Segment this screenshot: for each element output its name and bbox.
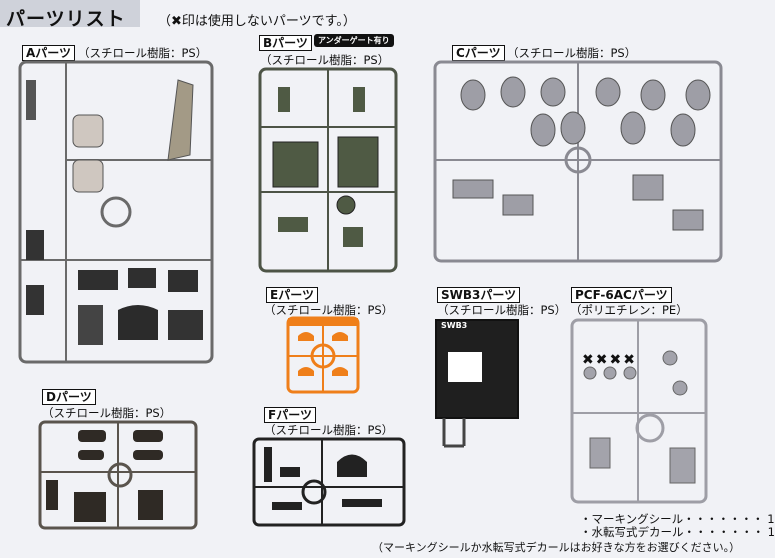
legend-item-marking-seal: ・マーキングシール・・・・・・・ 1 xyxy=(580,512,775,526)
under-gate-badge: アンダーゲート有り xyxy=(314,34,394,47)
runner-a xyxy=(18,60,214,364)
legend-item-water-decal: ・水転写式デカール・・・・・・・ 1 xyxy=(580,525,775,539)
section-b-label: Bパーツ xyxy=(259,34,312,51)
page-title: パーツリスト xyxy=(6,8,126,30)
unused-x-marks: ✖✖✖✖ xyxy=(582,352,637,368)
runner-pcf xyxy=(570,318,708,504)
section-e-label: Eパーツ xyxy=(266,286,318,303)
section-a-material: （スチロール樹脂：PS） xyxy=(78,46,208,60)
section-b-material: （スチロール樹脂：PS） xyxy=(260,53,390,67)
swb3-plate-text: SWB3 xyxy=(441,321,468,330)
section-f-label: Fパーツ xyxy=(264,406,316,423)
section-c-label: Cパーツ xyxy=(452,44,505,61)
runner-b xyxy=(258,67,398,273)
unused-parts-note: （✖印は使用しないパーツです。） xyxy=(158,14,356,29)
section-d-label: Dパーツ xyxy=(42,388,96,405)
section-pcf-label: PCF-6ACパーツ xyxy=(571,286,672,303)
section-pcf-material: （ポリエチレン：PE） xyxy=(570,303,688,317)
footer-note: （マーキングシールか水転写式デカールはお好きな方をお選びください。） xyxy=(372,541,741,554)
section-swb3-label: SWB3パーツ xyxy=(437,286,521,303)
runner-e xyxy=(286,316,360,394)
section-d-material: （スチロール樹脂：PS） xyxy=(42,406,172,420)
runner-d xyxy=(38,420,198,530)
section-c-material: （スチロール樹脂：PS） xyxy=(507,46,637,60)
title-background xyxy=(0,0,140,27)
runner-swb3 xyxy=(435,319,519,448)
section-e-material: （スチロール樹脂：PS） xyxy=(264,303,394,317)
section-a-label: Aパーツ xyxy=(22,44,76,61)
runner-c xyxy=(433,60,723,263)
section-swb3-material: （スチロール樹脂：PS） xyxy=(437,303,567,317)
runner-f xyxy=(252,437,406,527)
section-f-material: （スチロール樹脂：PS） xyxy=(264,423,394,437)
